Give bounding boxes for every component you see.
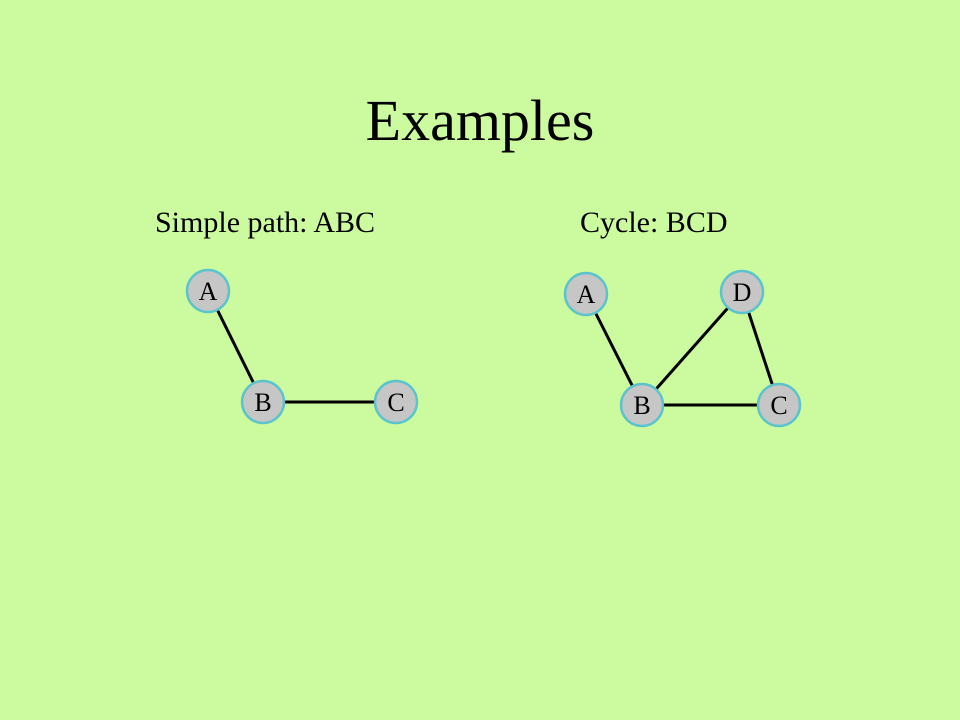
node-label-cycle-d: D (733, 278, 752, 307)
node-path-b: B (240, 379, 286, 425)
node-path-c: C (373, 379, 419, 425)
node-circle-path-c (373, 379, 419, 425)
node-cycle-a: A (563, 271, 609, 317)
node-path-a: A (185, 268, 231, 314)
node-label-path-c: C (387, 388, 404, 417)
node-circle-cycle-c (756, 382, 802, 428)
node-label-path-b: B (254, 388, 271, 417)
caption-simple-path: Simple path: ABC (155, 206, 376, 239)
node-label-path-a: A (199, 277, 218, 306)
caption-cycle: Cycle: BCD (580, 206, 728, 239)
graph-cycle: A D B C (563, 269, 802, 428)
slide-title: Examples (365, 88, 595, 153)
node-cycle-c: C (756, 382, 802, 428)
edge-cycle-b-d (640, 291, 744, 406)
graph-simple-path: A B C (185, 268, 419, 425)
node-label-cycle-b: B (633, 391, 650, 420)
node-circle-path-a (185, 268, 231, 314)
node-circle-cycle-a (563, 271, 609, 317)
node-cycle-b: B (619, 382, 665, 428)
node-circle-path-b (240, 379, 286, 425)
node-label-cycle-c: C (770, 391, 787, 420)
node-circle-cycle-d (719, 269, 765, 315)
node-cycle-d: D (719, 269, 765, 315)
node-circle-cycle-b (619, 382, 665, 428)
node-label-cycle-a: A (577, 280, 596, 309)
